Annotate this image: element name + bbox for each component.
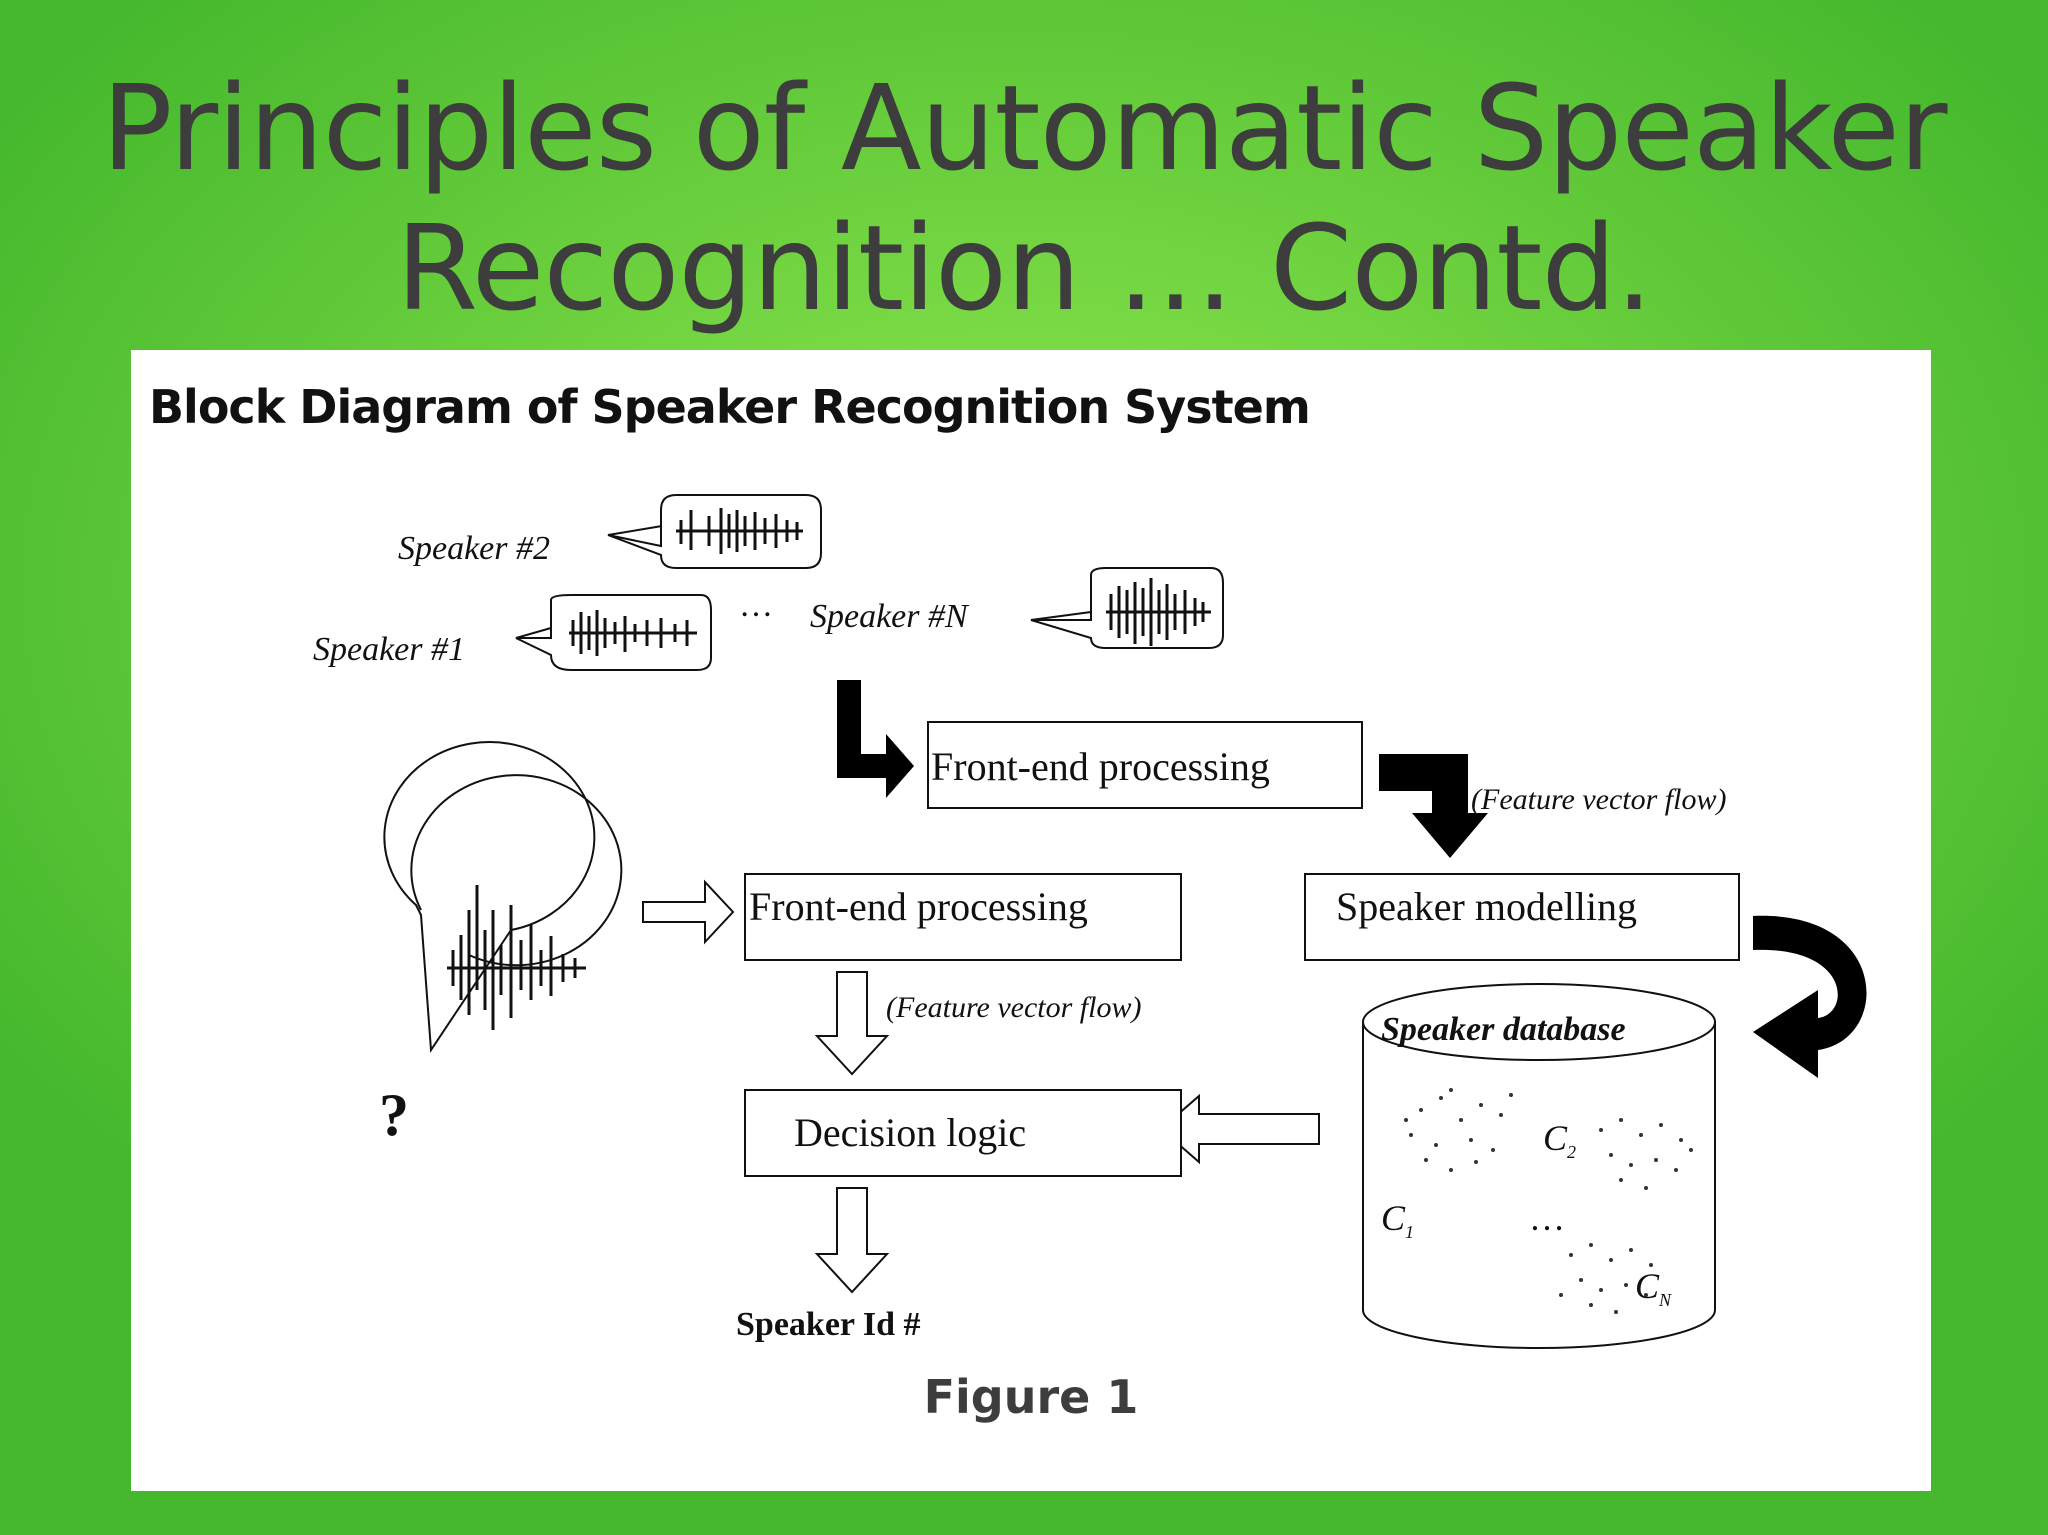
- cluster-cn: [1559, 1243, 1653, 1314]
- slide-title-line-1: Principles of Automatic Speaker: [101, 59, 1948, 197]
- block-diagram: Speaker #2 Speaker #1: [313, 494, 1867, 1349]
- waveform-icon: [1106, 578, 1211, 646]
- speaker-1-label: Speaker #1: [313, 631, 465, 668]
- waveform-icon: [569, 610, 697, 656]
- frontend-processing-block-bottom: Front-end processing: [744, 873, 1182, 961]
- unknown-speaker-bubble: [383, 741, 623, 1053]
- waveform-icon: [676, 508, 803, 554]
- slide-title: Principles of Automatic Speaker Recognit…: [0, 58, 2048, 338]
- speaker-database-title: Speaker database: [1381, 1011, 1626, 1048]
- test-input-arrow: [642, 879, 735, 945]
- unknown-speaker-question: ?: [379, 1082, 409, 1148]
- cluster-cn-label: CN: [1635, 1266, 1672, 1310]
- feature-flow-arrow-bottom: [814, 971, 890, 1076]
- feature-flow-arrow-top: [1379, 754, 1488, 858]
- feature-vector-flow-top-label: (Feature vector flow): [1471, 783, 1726, 816]
- diagram-panel: Block Diagram of Speaker Recognition Sys…: [131, 350, 1931, 1491]
- slide-title-line-2: Recognition … Contd.: [396, 199, 1653, 337]
- speaker-2-speech-bubble: [607, 494, 822, 569]
- speaker-modelling-label: Speaker modelling: [1336, 884, 1637, 929]
- cluster-c2-label: C2: [1543, 1118, 1576, 1162]
- decision-output-arrow: [814, 1187, 890, 1294]
- frontend-processing-top-label: Front-end processing: [931, 744, 1270, 789]
- decision-logic-label: Decision logic: [794, 1110, 1026, 1155]
- cluster-dots: …: [1529, 1198, 1565, 1238]
- feature-vector-flow-bottom-label: (Feature vector flow): [886, 991, 1141, 1024]
- frontend-processing-block-top: Front-end processing: [927, 721, 1363, 809]
- database-to-decision-arrow: [1159, 1093, 1320, 1165]
- panel-title: Block Diagram of Speaker Recognition Sys…: [149, 380, 1311, 434]
- speaker-n-label: Speaker #N: [810, 598, 970, 635]
- frontend-processing-bottom-label: Front-end processing: [749, 884, 1088, 929]
- speaker-database: Speaker database C1 C2: [1362, 983, 1716, 1349]
- waveform-icon: [447, 885, 586, 1030]
- figure-caption: Figure 1: [923, 1370, 1139, 1424]
- cluster-c1: [1404, 1088, 1513, 1172]
- enrollment-input-arrow: [837, 680, 914, 798]
- speakers-ellipsis: …: [739, 587, 773, 624]
- speaker-n-speech-bubble: [1030, 567, 1224, 649]
- model-store-arrow: [1753, 915, 1867, 1078]
- cluster-c1-label: C1: [1381, 1198, 1414, 1242]
- speaker-1-speech-bubble: [515, 594, 712, 671]
- speaker-modelling-block: Speaker modelling: [1304, 873, 1740, 961]
- speaker-id-output: Speaker Id #: [736, 1306, 921, 1343]
- speaker-2-label: Speaker #2: [398, 530, 550, 567]
- decision-logic-block: Decision logic: [744, 1089, 1182, 1177]
- cluster-c2: [1599, 1118, 1693, 1190]
